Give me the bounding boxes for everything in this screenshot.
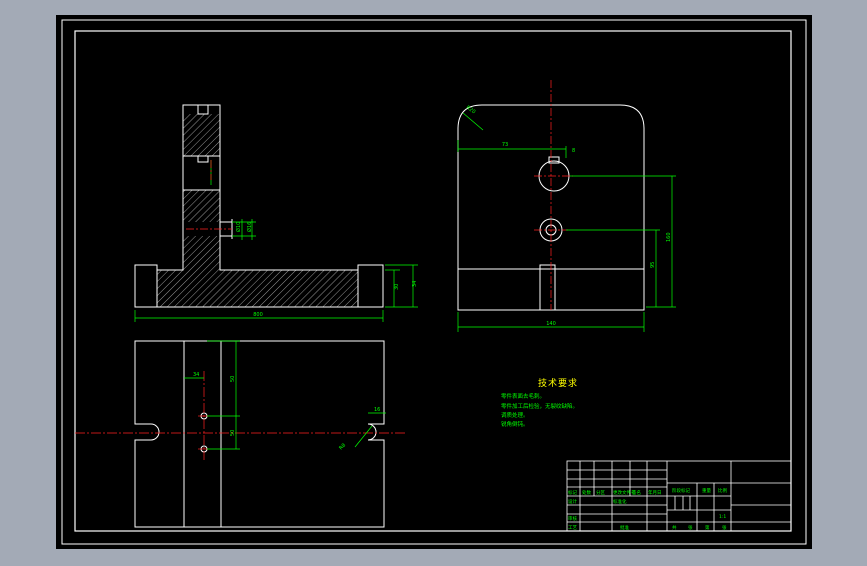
front-hatch-base [157,270,358,307]
tech-requirements-title: 技术要求 [538,377,578,389]
tb-label-count: 处数 [582,489,591,496]
tech-requirements-line-3: 调质处理。 [501,411,529,419]
front-view [134,104,384,308]
front-dim-total-width: 800 [253,312,263,318]
side-view-outline [457,104,645,311]
tb-label-stage: 阶段标记 [672,487,690,494]
tb-scale-value: 1:1 [719,514,726,520]
outer-border [61,19,807,545]
front-dim-hole: Ø10 [235,222,242,232]
tb-label-sheet-2: 张 [722,524,727,531]
tb-label-weight: 重量 [702,487,711,494]
tb-label-scale: 比例 [718,487,727,494]
tb-label-design: 设计 [568,498,577,505]
side-view-centerlines [534,80,573,310]
side-dim-radius: R20 [465,105,477,116]
front-view-centerlines [186,160,232,230]
front-dim-base-height-total: 34 [412,281,418,287]
tb-label-review: 审核 [568,515,577,522]
tb-label-mark: 标记 [568,489,577,496]
tb-label-total: 共 [672,524,677,531]
tech-requirements-line-4: 锐角倒钝。 [501,420,529,428]
tech-requirements-line-2: 零件加工后检验，无裂纹缺陷。 [501,402,578,410]
tb-label-process: 工艺 [568,525,577,531]
side-dim-height-total: 160 [666,232,672,242]
tb-label-approve: 批准 [620,524,629,531]
tb-label-signature: 签名 [632,489,641,496]
side-dim-height-hole: 95 [650,262,656,268]
tech-requirements-line-1: 零件表面去毛刺。 [501,392,545,400]
front-hatch-column-top [183,114,220,156]
top-view-dimensions [184,340,386,450]
top-dim-slot-offset: 34 [193,372,199,378]
top-dim-slot-radius: R8 [338,442,347,451]
side-dim-slot: 8 [572,148,575,154]
tb-label-change-doc: 更改文件号 [613,489,636,496]
tb-label-standardize: 标准化 [613,498,627,505]
front-hatch-column-mid [183,190,220,222]
side-dim-offset: 73 [502,142,508,148]
front-dim-counterbore: Ø16 [246,222,253,232]
tb-label-zone: 分区 [596,489,605,496]
tb-label-no: 第 [705,524,710,531]
tb-label-sheet-1: 张 [688,524,693,531]
top-view-outline [134,340,385,528]
tb-label-date: 年月日 [648,489,662,496]
top-dim-hole-spacing: 50 [230,430,236,436]
top-dim-slot-width: 16 [374,407,380,413]
front-dim-base-height: 30 [394,284,400,290]
inner-frame [74,30,792,532]
title-block-labels: 标记 处数 分区 更改文件号 签名 年月日 设计 标准化 审核 工艺 批准 阶段… [568,487,727,531]
top-dim-hole-offset: 50 [230,376,236,382]
front-view-dimensions [134,160,418,322]
front-hatch-column-low [183,236,220,270]
title-block [566,460,792,532]
side-dim-width: 140 [546,321,556,327]
side-view-dimensions [457,112,676,332]
